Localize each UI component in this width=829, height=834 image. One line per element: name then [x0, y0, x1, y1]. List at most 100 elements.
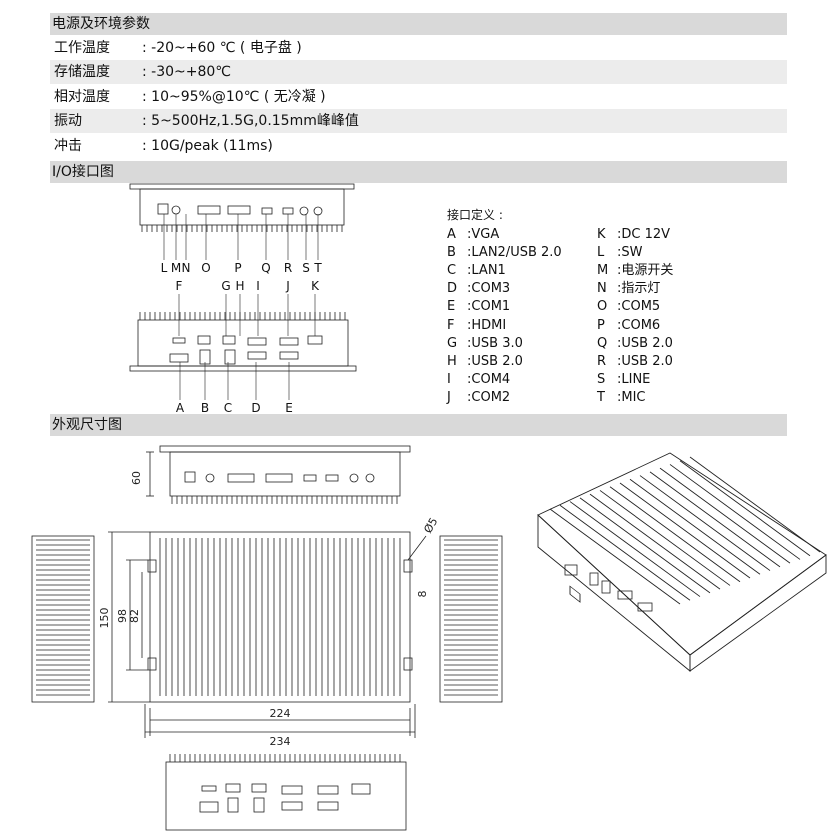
- spec-value: : 10~95%@10℃ ( 无冷凝 ): [142, 88, 326, 105]
- io-label: D: [251, 401, 260, 415]
- io-label: H: [235, 279, 244, 293]
- spec-label: 冲击: [54, 137, 82, 154]
- io-label: A: [176, 401, 185, 415]
- legend-key: B: [447, 245, 456, 261]
- spec-label: 工作温度: [54, 40, 110, 56]
- legend-item: P :COM6: [597, 317, 687, 335]
- legend-item: F :HDMI: [447, 317, 597, 335]
- legend-value: :COM6: [617, 317, 661, 333]
- dim-inner-a-label: 98: [116, 609, 129, 623]
- legend-key: P: [597, 317, 605, 333]
- legend-item: J :COM2: [447, 389, 597, 407]
- spec-row: 工作温度: -20~+60 ℃ ( 电子盘 ): [50, 36, 787, 60]
- io-label: I: [256, 279, 260, 293]
- io-label: P: [234, 261, 241, 275]
- legend-item: S:LINE: [597, 371, 687, 389]
- legend-key: J: [447, 389, 451, 405]
- legend-value: :COM2: [467, 389, 511, 405]
- spec-row: 振动 : 5~500Hz,1.5G,0.15mm峰峰值: [50, 109, 787, 134]
- legend-item: M :电源开关: [597, 262, 687, 280]
- io-label: Q: [261, 261, 270, 275]
- io-label: N: [182, 261, 191, 275]
- io-label: L: [161, 261, 168, 275]
- spec-value: : 10G/peak (11ms): [142, 137, 273, 154]
- legend-item: B:LAN2/USB 2.0: [447, 244, 597, 262]
- legend-item: G:USB 3.0: [447, 335, 597, 353]
- legend-item: Q :USB 2.0: [597, 335, 687, 353]
- spec-row: 相对温度 : 10~95%@10℃ ( 无冷凝 ): [50, 85, 787, 109]
- spec-label: 振动: [54, 113, 82, 130]
- io-label: T: [313, 261, 322, 275]
- legend-key: H: [447, 353, 457, 369]
- legend-key: N: [597, 281, 607, 297]
- spec-value: : 5~500Hz,1.5G,0.15mm峰峰值: [142, 113, 359, 130]
- dim-height-label: 60: [130, 471, 143, 485]
- io-label: C: [224, 401, 232, 415]
- legend-value: :COM4: [467, 371, 511, 387]
- heatsink-fin: [619, 482, 751, 579]
- heatsink-fin: [549, 508, 681, 605]
- legend-value: :LAN1: [467, 263, 506, 279]
- dim-inner-b-label: 82: [128, 609, 141, 623]
- legend-key: L: [597, 245, 605, 261]
- io-label: K: [311, 279, 320, 293]
- io-label: G: [221, 279, 230, 293]
- legend-item: A :VGA: [447, 226, 597, 244]
- legend-value: :LINE: [617, 371, 651, 387]
- legend-key: A: [447, 227, 456, 243]
- spec-row: 冲击 : 10G/peak (11ms): [50, 134, 787, 158]
- io-label: S: [302, 261, 310, 275]
- legend-key: M: [597, 263, 609, 279]
- legend-item: T :MIC: [597, 389, 687, 407]
- legend-value: :COM5: [617, 299, 661, 315]
- heatsink-fin: [589, 493, 721, 590]
- legend-key: R: [597, 353, 607, 369]
- legend-key: F: [447, 317, 455, 333]
- legend-key: T: [597, 389, 605, 405]
- io-label: B: [201, 401, 209, 415]
- legend-value: :指示灯: [617, 281, 661, 297]
- heatsink-fin: [649, 471, 781, 568]
- legend-value: :HDMI: [467, 317, 507, 333]
- legend-key: I: [447, 371, 451, 387]
- heatsink-fin: [569, 501, 701, 597]
- legend-value: :电源开关: [617, 263, 674, 279]
- heatsink-fin: [609, 486, 741, 583]
- legend-item: O:COM5: [597, 298, 687, 316]
- heatsink-fin: [659, 467, 791, 564]
- dim-width-inner-label: 224: [270, 707, 291, 720]
- section-header-io: I/O接口图: [50, 161, 787, 183]
- legend-value: :VGA: [467, 227, 500, 243]
- heatsink-fin: [599, 490, 731, 586]
- legend-key: Q: [597, 335, 608, 351]
- legend-value: :MIC: [617, 389, 646, 405]
- legend-value: :USB 2.0: [617, 335, 673, 351]
- spec-row: 存储温度: -30~+80℃: [50, 60, 787, 85]
- heatsink-fin: [679, 460, 811, 557]
- section-header-power: 电源及环境参数: [50, 13, 787, 35]
- legend-value: :DC 12V: [617, 227, 671, 243]
- heatsink-fin: [559, 504, 691, 601]
- heatsink-fin: [629, 478, 761, 575]
- spec-value: : -30~+80℃: [142, 64, 232, 81]
- legend-item: L:SW: [597, 244, 687, 262]
- legend-item: E :COM1: [447, 298, 597, 316]
- legend-key: E: [447, 299, 456, 315]
- dim-hole-label: Ø5: [421, 515, 440, 535]
- heatsink-fin: [689, 456, 821, 553]
- dimension-drawing: 60 150 98 82 224 234 Ø5 8: [31, 445, 503, 831]
- spec-label: 相对温度: [54, 88, 110, 105]
- dim-width-outer-label: 234: [270, 735, 291, 748]
- legend-value: :USB 2.0: [617, 353, 673, 369]
- io-label: R: [284, 261, 292, 275]
- legend-item: K:DC 12V: [597, 226, 687, 244]
- legend-value: :COM1: [467, 299, 511, 315]
- legend-item: N :指示灯: [597, 280, 687, 298]
- io-label: M: [171, 261, 181, 275]
- legend-value: :COM3: [467, 281, 511, 297]
- section-header-dims: 外观尺寸图: [50, 414, 787, 436]
